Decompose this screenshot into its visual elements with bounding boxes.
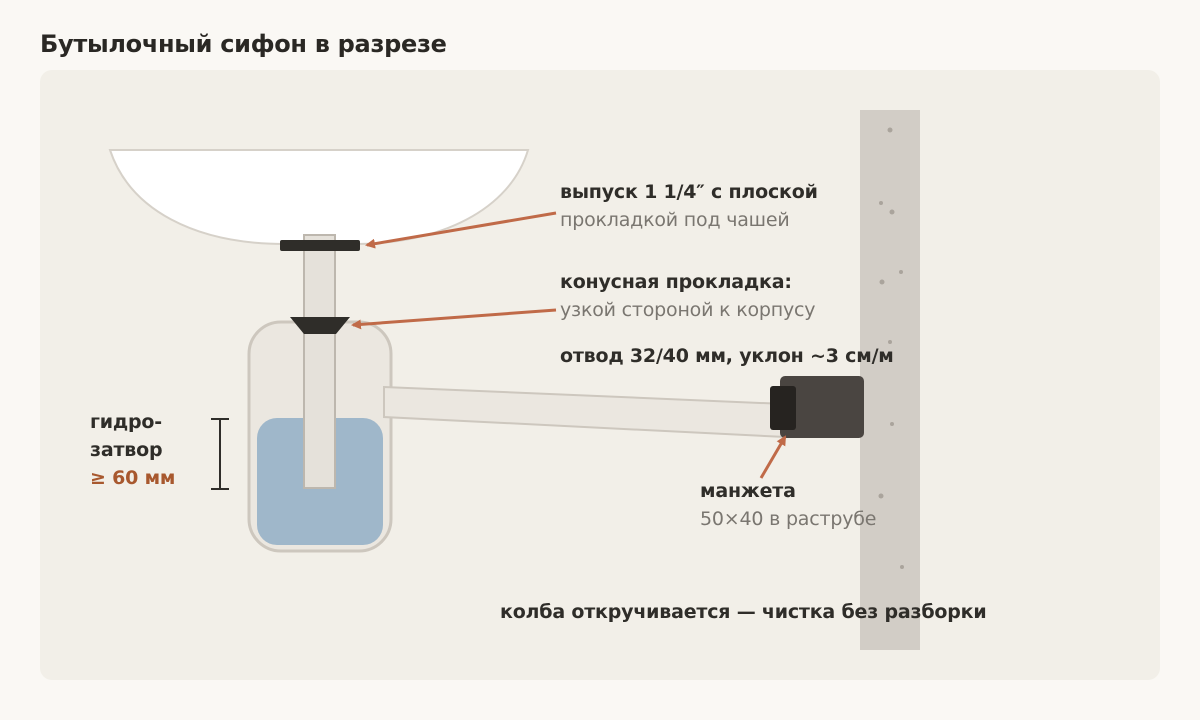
cone-gasket: [290, 317, 350, 334]
cuff-arrow: [759, 435, 787, 479]
cone-gasket-label: конусная прокладка: узкой стороной к кор…: [560, 268, 816, 324]
cone-gasket-arrow: [351, 308, 557, 330]
cuff-label: манжета 50×40 в раструбе: [700, 477, 876, 533]
outlet-tube: [303, 234, 336, 489]
wall-texture: [878, 127, 904, 569]
water-seal-label-line1: гидро-: [90, 411, 162, 433]
sink-bowl: [108, 149, 530, 245]
cuff-label-line1: манжета: [700, 480, 796, 502]
page-title: Бутылочный сифон в разрезе: [40, 30, 447, 58]
flat-gasket: [280, 240, 360, 251]
outlet-label: выпуск 1 1/4″ с плоской прокладкой под ч…: [560, 178, 818, 234]
flask-note-line1: колба откручивается — чистка без разборк…: [500, 601, 987, 623]
flask-note: колба откручивается — чистка без разборк…: [500, 598, 987, 626]
rubber-cuff: [770, 386, 796, 430]
outlet-label-line1: выпуск 1 1/4″ с плоской: [560, 181, 818, 203]
outlet-arrow: [365, 211, 557, 249]
outlet-label-line2: прокладкой под чашей: [560, 209, 790, 231]
water-seal-label-line3: ≥ 60 мм: [90, 467, 176, 489]
branch-label: отвод 32/40 мм, уклон ~3 см/м: [560, 342, 894, 370]
wall: [860, 110, 920, 650]
water-seal-label-line2: затвор: [90, 439, 163, 461]
water-seal-dimension: [211, 418, 229, 490]
cone-gasket-label-line2: узкой стороной к корпусу: [560, 299, 816, 321]
water-seal-label: гидро- затвор ≥ 60 мм: [90, 408, 175, 492]
branch-pipe: [383, 385, 786, 439]
sewer-socket: [780, 376, 864, 438]
cuff-label-line2: 50×40 в раструбе: [700, 508, 877, 530]
cone-gasket-label-line1: конусная прокладка:: [560, 271, 792, 293]
branch-label-line1: отвод 32/40 мм, уклон ~3 см/м: [560, 345, 894, 367]
